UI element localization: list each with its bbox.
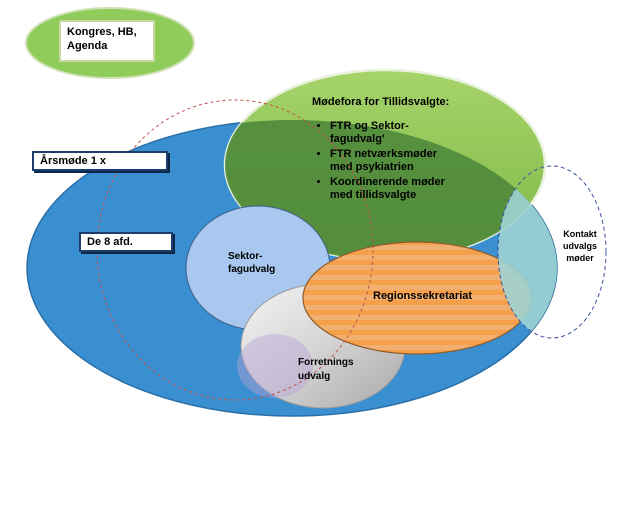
kongres-line-1: Kongres, HB, bbox=[67, 26, 137, 38]
forretning-line-2: udvalg bbox=[298, 371, 331, 382]
modefora-item-text: Koordinerende møder med tillidsvalgte bbox=[330, 176, 445, 201]
forretning-purple-tint bbox=[237, 334, 313, 398]
modefora-item: Koordinerende møder med tillidsvalgte bbox=[330, 176, 488, 202]
kontakt-ellipse bbox=[497, 165, 607, 339]
kontakt-line-2: udvalgs bbox=[562, 241, 597, 251]
modefora-text: Mødefora for Tillidsvalgte: FTR og Sekto… bbox=[298, 96, 488, 204]
modefora-item-text: FTR og Sektor- fagudvalg' bbox=[330, 120, 409, 145]
modefora-item: FTR og Sektor- fagudvalg' bbox=[330, 120, 488, 146]
afdelinger-label: De 8 afd. bbox=[79, 232, 173, 252]
modefora-item-text: FTR netværksmøder med psykiatrien bbox=[330, 148, 437, 173]
modefora-title: Mødefora for Tillidsvalgte: bbox=[312, 96, 450, 108]
forretning-label: Forretnings udvalg bbox=[298, 356, 354, 384]
kongres-line-2: Agenda bbox=[67, 40, 108, 52]
kontakt-line-1: Kontakt bbox=[563, 229, 597, 239]
kongres-label-box: Kongres, HB, Agenda bbox=[59, 20, 155, 62]
sektor-line-2: fagudvalg bbox=[228, 264, 276, 275]
kontakt-line-3: møder bbox=[566, 253, 594, 263]
kontakt-overlap bbox=[498, 166, 557, 338]
forretning-line-1: Forretnings bbox=[298, 357, 354, 368]
modefora-item: FTR netværksmøder med psykiatrien bbox=[330, 148, 488, 174]
region-label: Regionssekretariat bbox=[373, 290, 473, 302]
modefora-overlap bbox=[225, 120, 545, 260]
aarsmoede-label: Årsmøde 1 x bbox=[32, 151, 168, 171]
sektor-line-1: Sektor- bbox=[228, 251, 263, 262]
kontakt-label: Kontakt udvalgs møder bbox=[555, 228, 605, 264]
modefora-list: FTR og Sektor- fagudvalg' FTR netværksmø… bbox=[298, 120, 488, 202]
sektor-label: Sektor- fagudvalg bbox=[228, 250, 275, 276]
